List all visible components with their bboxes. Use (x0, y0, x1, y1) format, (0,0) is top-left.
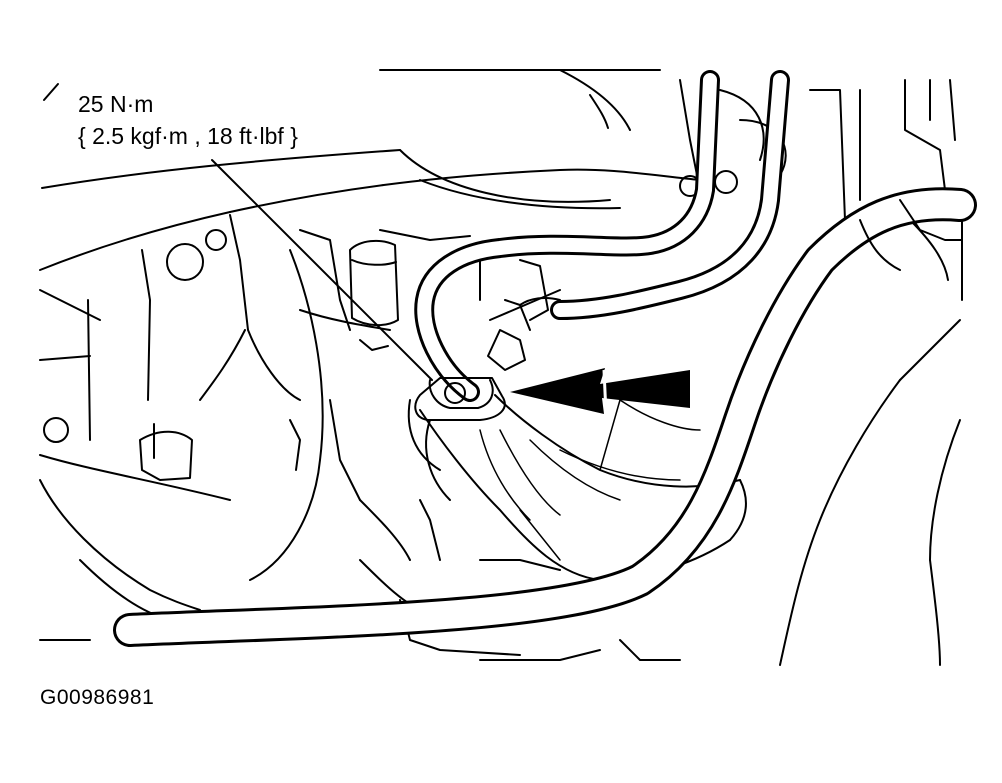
engine-background-structure (39, 69, 963, 661)
oxygen-sensor (414, 259, 549, 421)
location-arrow-icon (510, 368, 690, 415)
cross-member-frame (113, 187, 977, 666)
torque-specification: 25 N·m { 2.5 kgf·m , 18 ft·lbf } (78, 88, 298, 152)
fluid-lines (414, 70, 790, 402)
leader-line (211, 159, 433, 381)
torque-value-alt: { 2.5 kgf·m , 18 ft·lbf } (78, 123, 298, 149)
figure-id: G00986981 (40, 686, 155, 709)
torque-value-nm: 25 N·m (78, 91, 154, 117)
